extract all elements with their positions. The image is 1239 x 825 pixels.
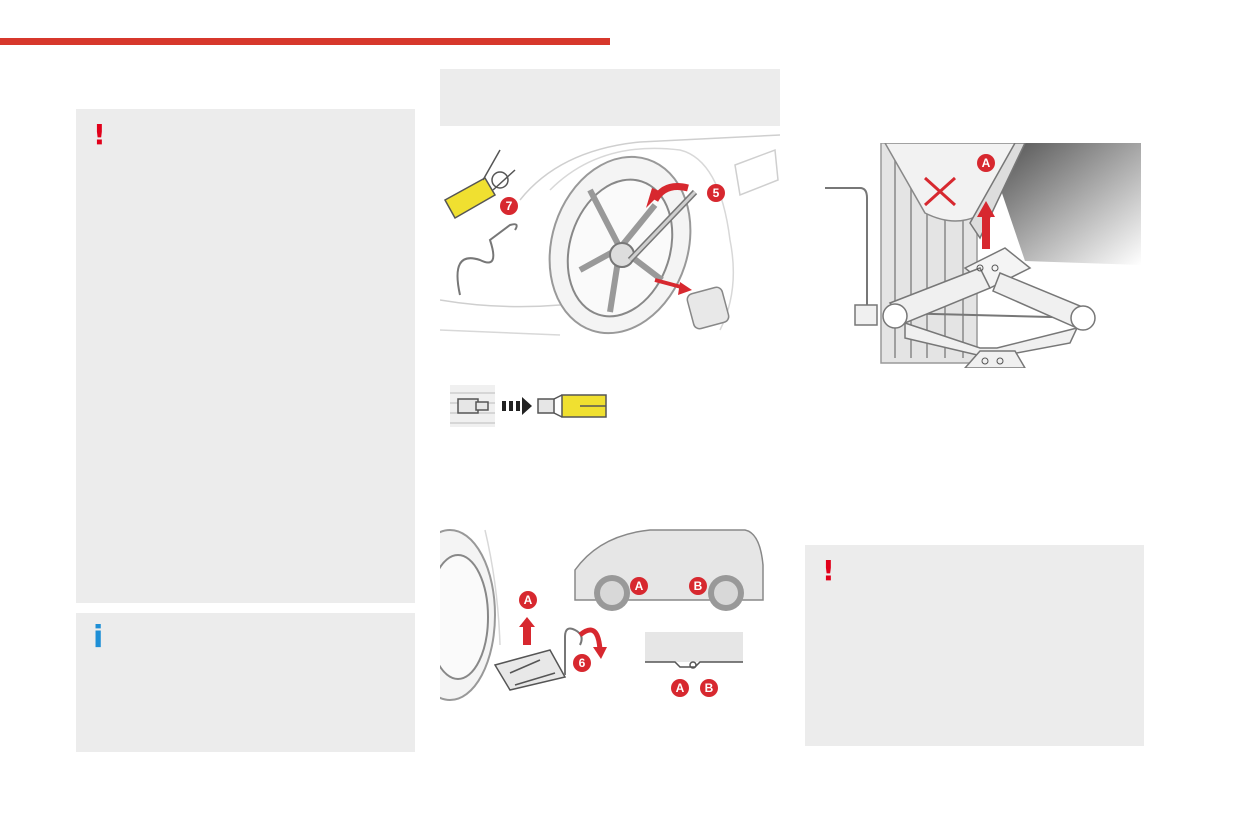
info-panel-left: i (76, 613, 415, 752)
svg-text:B: B (694, 579, 703, 593)
wheel-removal-figure: 7 5 (440, 134, 780, 336)
info-icon: i (93, 620, 104, 655)
exclamation-icon: ! (822, 554, 835, 587)
svg-text:A: A (524, 593, 533, 607)
bolt-adapter-figure (450, 385, 607, 427)
svg-text:5: 5 (713, 186, 720, 200)
svg-text:A: A (635, 579, 644, 593)
callout-B-car: B (689, 577, 707, 595)
svg-text:B: B (705, 681, 714, 695)
header-rule (0, 38, 610, 45)
callout-7: 7 (500, 197, 518, 215)
exclamation-icon: ! (93, 118, 106, 151)
warning-panel-right: ! (805, 545, 1144, 746)
svg-text:7: 7 (506, 199, 513, 213)
svg-text:6: 6 (579, 656, 586, 670)
callout-A-jackpoint: A (977, 154, 995, 172)
callout-A-jack: A (519, 591, 537, 609)
svg-text:A: A (676, 681, 685, 695)
callout-5: 5 (707, 184, 725, 202)
jack-positioning-figure: A A B 6 A B (440, 529, 764, 701)
svg-text:A: A (982, 156, 991, 170)
warning-panel-left: ! (76, 109, 415, 603)
jacking-point-figure: A (825, 143, 1141, 368)
section-heading-panel (440, 69, 780, 126)
callout-A-car: A (630, 577, 648, 595)
callout-A-sill: A (671, 679, 689, 697)
callout-6: 6 (573, 654, 591, 672)
callout-B-sill: B (700, 679, 718, 697)
